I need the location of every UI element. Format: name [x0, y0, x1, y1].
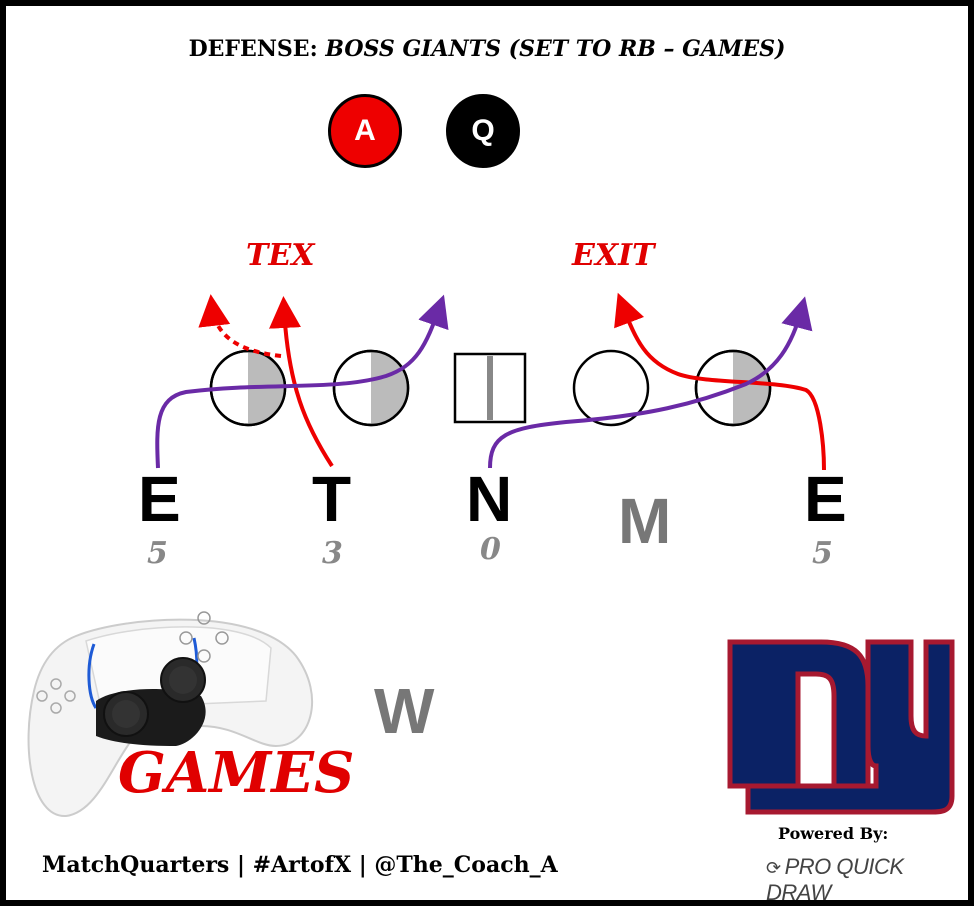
defender-end-right: E	[804, 463, 847, 535]
diagram-title: DEFENSE: BOSS GIANTS (SET TO RB – GAMES)	[6, 36, 968, 62]
technique-left-end: 5	[147, 536, 168, 571]
game-label-tex: TEX	[246, 238, 315, 273]
tex-end-path	[155, 294, 449, 469]
center	[453, 352, 527, 424]
technique-right-end: 5	[812, 536, 833, 571]
footer-credits: MatchQuarters | #ArtofX | @The_Coach_A	[42, 852, 558, 878]
technique-nose: 0	[480, 532, 501, 567]
controller-icon	[27, 611, 313, 818]
defender-nose: N	[466, 463, 513, 535]
exit-nose-path	[488, 296, 813, 469]
sponsor-brand: ⟳PRO QUICK DRAW	[766, 854, 904, 905]
exit-end-path	[614, 292, 826, 471]
defender-end-left: E	[138, 463, 181, 535]
stunt-name: GAMES	[118, 740, 355, 806]
tex-tackle-path	[269, 296, 334, 468]
title-scheme: BOSS GIANTS (SET TO RB – GAMES)	[325, 36, 786, 62]
play-diagram	[155, 292, 826, 471]
technique-tackle: 3	[322, 536, 343, 571]
powered-by-label: Powered By:	[778, 824, 889, 843]
sponsor-logo-icon: ⟳	[766, 858, 781, 878]
right-guard	[572, 349, 650, 427]
badge-q: Q	[446, 94, 520, 168]
badge-a: A	[328, 94, 402, 168]
defender-mike: M	[618, 485, 672, 557]
giants-logo	[727, 639, 955, 815]
game-label-exit: EXIT	[572, 238, 655, 273]
title-prefix: DEFENSE:	[188, 36, 326, 62]
defender-will: W	[374, 675, 435, 747]
tex-dotted-option	[198, 294, 282, 358]
defender-tackle: T	[312, 463, 352, 535]
